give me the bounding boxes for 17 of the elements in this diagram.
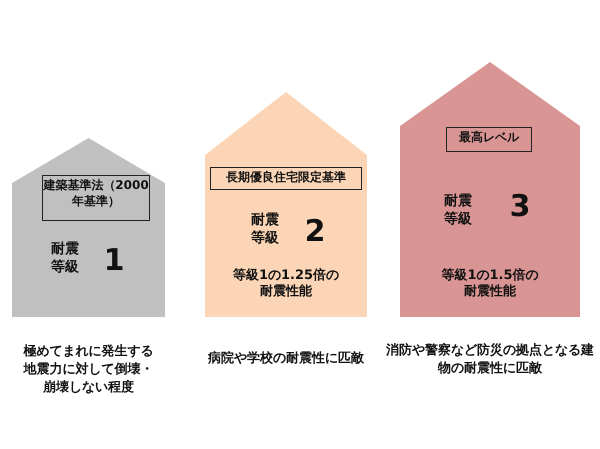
description-text: 極めてまれに発生する地震力に対して倒壊・崩壊しない程度 xyxy=(22,343,154,398)
house-shape xyxy=(205,92,367,317)
performance-note: 等級1の1.5倍の耐震性能 xyxy=(440,268,540,300)
grade-label: 耐震等級 xyxy=(250,212,280,247)
grade-label: 耐震等級 xyxy=(50,241,80,276)
house-shape xyxy=(12,138,165,317)
label-box: 長期優良住宅限定基準 xyxy=(210,167,362,190)
label-box: 最高レベル xyxy=(446,127,532,152)
grade-number: 1 xyxy=(102,242,126,280)
grade-label: 耐震等級 xyxy=(443,193,473,228)
performance-note: 等級1の1.25倍の耐震性能 xyxy=(232,268,340,300)
house-shape xyxy=(400,62,580,317)
description-text: 消防や警察など防災の拠点となる建物の耐震性に匹敵 xyxy=(385,342,595,378)
description-text: 病院や学校の耐震性に匹敵 xyxy=(206,350,365,368)
grade-number: 3 xyxy=(508,188,532,226)
grade-number: 2 xyxy=(304,213,326,250)
label-box: 建築基準法（2000年基準） xyxy=(42,175,150,221)
